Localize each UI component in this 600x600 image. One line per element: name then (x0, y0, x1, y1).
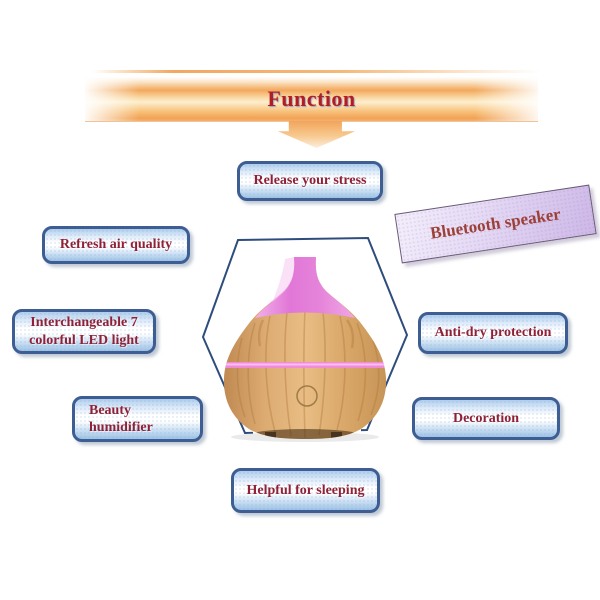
feature-refresh-air-quality: Refresh air quality (42, 226, 190, 264)
feature-decoration: Decoration (412, 397, 560, 440)
diffuser-pink-cap (255, 257, 355, 318)
diffuser-image (223, 257, 387, 439)
product-hexagon-frame (201, 236, 409, 444)
feature-helpful-for-sleeping: Helpful for sleeping (231, 468, 380, 513)
feature-interchangeable-led-light: Interchangeable 7 colorful LED light (12, 309, 156, 354)
feature-anti-dry-protection: Anti-dry protection (418, 312, 568, 354)
feature-label: Beauty humidifier (89, 402, 153, 436)
function-banner: Function (85, 77, 538, 122)
feature-label: Release your stress (253, 173, 367, 189)
feature-label: Bluetooth speaker (428, 204, 562, 243)
diffuser-power-button (296, 385, 318, 407)
banner-top-highlight (92, 70, 540, 73)
cap-highlight (272, 257, 295, 303)
feature-label: Helpful for sleeping (246, 482, 365, 498)
feature-label: Interchangeable 7 colorful LED light (29, 315, 139, 348)
arrow-down-icon (278, 121, 355, 148)
wood-grain-texture (236, 309, 380, 439)
feature-label: Decoration (452, 410, 520, 426)
hexagon-outline (201, 236, 409, 435)
diffuser-wood-body (223, 257, 387, 439)
feature-label: Anti-dry protection (434, 325, 552, 341)
feature-release-your-stress: Release your stress (237, 161, 383, 201)
feature-bluetooth-speaker: Bluetooth speaker (394, 184, 597, 264)
led-light-ring (223, 362, 387, 368)
page-title: Function (267, 86, 356, 111)
feature-label: Refresh air quality (59, 237, 173, 253)
feature-beauty-humidifier: Beauty humidifier (72, 396, 203, 442)
